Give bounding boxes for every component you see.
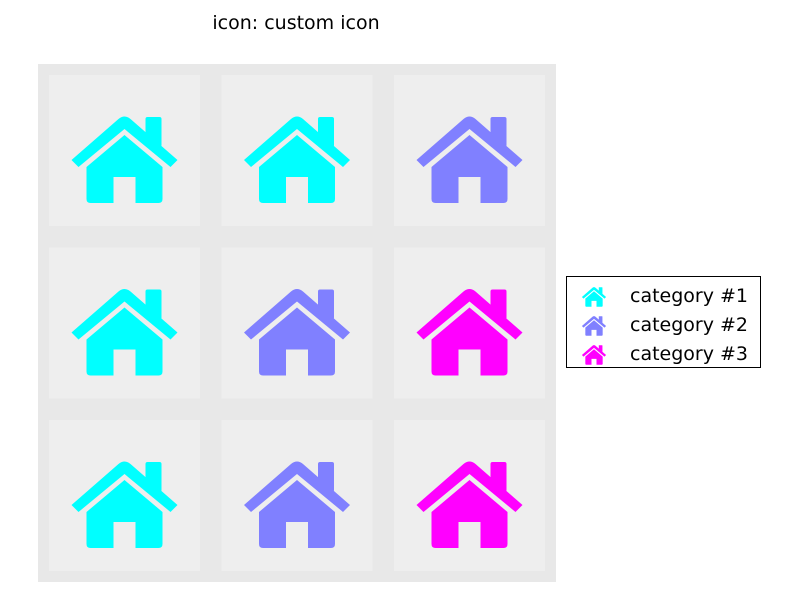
house-icon (581, 287, 607, 307)
house-icon (581, 345, 607, 365)
legend-entry: category #2 (567, 311, 760, 340)
legend-label: category #2 (630, 314, 749, 336)
legend-label: category #1 (630, 285, 749, 307)
legend-label: category #3 (630, 343, 749, 365)
house-icon (581, 316, 607, 336)
legend-entry: category #1 (567, 282, 760, 311)
chart-title: icon: custom icon (212, 12, 380, 34)
waffle-cells (49, 75, 545, 571)
legend-entry: category #3 (567, 340, 760, 369)
legend: category #1 category #2 category #3 (566, 276, 761, 368)
